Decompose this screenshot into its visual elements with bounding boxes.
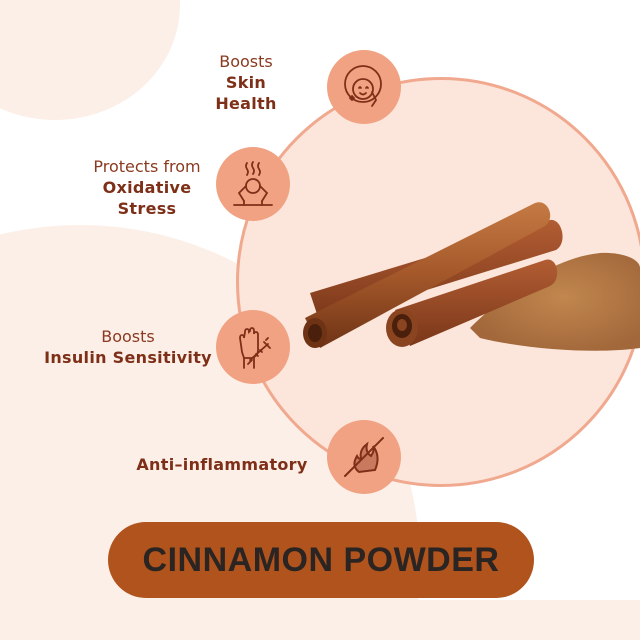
benefit-line3: Stress bbox=[117, 199, 177, 218]
benefit-line1: Boosts bbox=[219, 52, 273, 71]
benefit-line2: Insulin Sensitivity bbox=[44, 348, 212, 367]
benefit-oxidative-stress-label: Protects from Oxidative Stress bbox=[86, 156, 208, 219]
oxidative-stress-badge bbox=[216, 147, 290, 221]
product-title-pill: CINNAMON POWDER bbox=[108, 522, 534, 598]
no-fire-icon bbox=[344, 437, 384, 477]
benefit-line1: Boosts bbox=[101, 327, 155, 346]
benefit-line1: Protects from bbox=[93, 157, 201, 176]
benefit-anti-inflammatory-label: Anti–inflammatory bbox=[124, 454, 320, 475]
benefit-line2: Oxidative bbox=[102, 178, 192, 197]
cinnamon-product-image bbox=[303, 202, 640, 351]
bottom-strip bbox=[0, 600, 640, 640]
benefit-line2: Skin Health bbox=[215, 73, 277, 113]
benefit-insulin-sensitivity-label: Boosts Insulin Sensitivity bbox=[38, 326, 218, 368]
product-title: CINNAMON POWDER bbox=[142, 540, 500, 579]
background-blob-top-left bbox=[0, 0, 180, 120]
insulin-sensitivity-badge bbox=[216, 310, 290, 384]
hand-syringe-icon bbox=[239, 327, 271, 369]
benefit-line1: Anti–inflammatory bbox=[136, 455, 308, 474]
stressed-person-icon bbox=[233, 161, 273, 206]
smiling-face-icon bbox=[344, 65, 382, 107]
benefit-skin-health-label: Boosts Skin Health bbox=[196, 51, 296, 114]
anti-inflammatory-badge bbox=[327, 420, 401, 494]
skin-health-badge bbox=[327, 50, 401, 124]
